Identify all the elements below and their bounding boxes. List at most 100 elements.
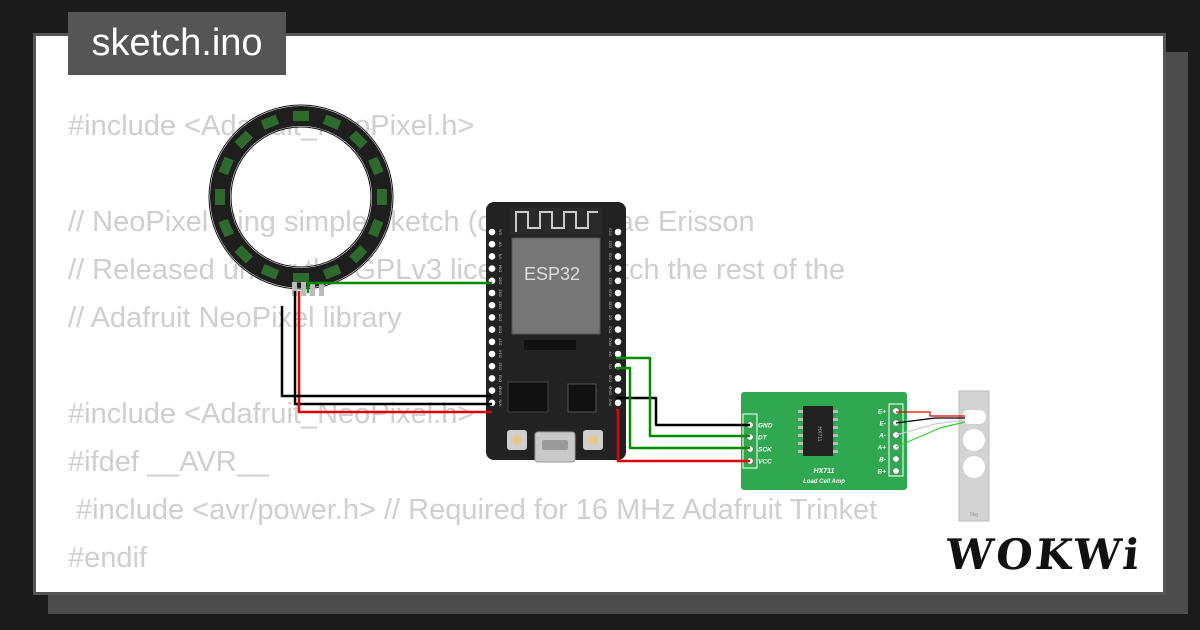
esp32-pin[interactable]	[614, 253, 622, 260]
esp32-pin-label: D4	[608, 351, 613, 357]
esp32-right-pin-header: D23D22TX0RX0D21D19D18D5TX2RX2D4D2D15GND3…	[608, 228, 622, 407]
esp32-pin[interactable]	[488, 228, 496, 236]
esp32-pin-label: D27	[498, 337, 503, 345]
neopixel-led	[234, 245, 253, 264]
esp32-pin[interactable]	[614, 301, 622, 309]
ring-pin	[292, 282, 297, 296]
esp32-pin-label: D22	[608, 240, 613, 248]
hx711-pin-label: A-	[878, 433, 886, 440]
esp32-pin-label: D19	[608, 289, 613, 297]
esp32-pin[interactable]	[614, 338, 622, 346]
esp32-pin[interactable]	[488, 375, 496, 382]
wire-ring-data	[306, 281, 492, 293]
code-line: #ifdef __AVR__	[68, 446, 269, 478]
esp32-pin[interactable]	[614, 399, 622, 407]
wire-cell-red	[896, 411, 965, 417]
hx711-pin-label: SCK	[758, 447, 773, 454]
hx711-left-header-outline	[742, 413, 758, 469]
esp32-pin[interactable]	[614, 350, 622, 358]
neopixel-led	[368, 218, 384, 238]
hx711-pin-label: B-	[879, 457, 886, 464]
load-cell-label: 5kg	[970, 512, 978, 518]
wire-hx-dt	[616, 356, 750, 438]
esp32-pin-label: GND	[498, 386, 503, 395]
esp32-pin[interactable]	[488, 253, 496, 260]
wire-hx-sck	[616, 366, 750, 450]
code-line: #endif	[68, 542, 148, 574]
esp32-pin-label: D33	[498, 301, 503, 309]
esp32-pin[interactable]	[614, 314, 622, 321]
neopixel-led	[322, 114, 342, 130]
esp32-pin[interactable]	[614, 228, 622, 236]
code-line: #include <Adafruit_NeoPixel.h>	[68, 398, 475, 430]
esp32-pin[interactable]	[488, 314, 496, 321]
code-preview: #include <Adafruit_NeoPixel.h>// NeoPixe…	[68, 102, 877, 582]
wire-ring-vin	[297, 291, 492, 414]
neopixel-led	[293, 273, 309, 283]
neopixel-led	[377, 189, 387, 205]
esp32-pin[interactable]	[488, 265, 496, 272]
neopixel-led	[322, 264, 342, 280]
file-name-tab: sketch.ino	[68, 12, 286, 75]
esp32-pin[interactable]	[488, 326, 496, 333]
esp32-pin-label: D25	[498, 313, 503, 321]
code-line: // Adafruit NeoPixel library	[68, 302, 402, 334]
esp32-pin[interactable]	[614, 277, 622, 285]
antenna-trace-icon	[515, 211, 598, 232]
hx711-pin-label: B+	[878, 469, 887, 476]
hx711-pin-label: E+	[878, 409, 886, 416]
esp32-pin[interactable]	[488, 350, 496, 358]
ring-pin	[310, 282, 315, 296]
load-cell-hole	[963, 429, 985, 451]
esp32-pin-label: VN	[498, 254, 503, 260]
esp32-pin[interactable]	[488, 289, 496, 297]
esp32-pin-label: D15	[608, 374, 613, 382]
esp32-pin[interactable]	[488, 240, 496, 248]
neopixel-led	[293, 111, 309, 121]
esp32-pin-label: D26	[498, 325, 503, 333]
esp32-pin-label: TX0	[608, 252, 613, 260]
neopixel-led	[368, 156, 384, 176]
esp32-pin[interactable]	[614, 289, 622, 297]
esp32-pin-label: D32	[498, 289, 503, 297]
esp32-pin-label: D18	[608, 301, 613, 309]
esp32-pin[interactable]	[488, 362, 496, 370]
esp32-pin[interactable]	[614, 375, 622, 382]
esp32-pin-label: D5	[608, 314, 613, 320]
hx711-title: HX711	[814, 468, 835, 475]
wires	[280, 281, 966, 463]
hx711-pin[interactable]	[892, 407, 900, 415]
hx711-pin[interactable]	[892, 467, 900, 475]
hx711-right-header-outline	[888, 403, 904, 477]
load-cell-hole	[963, 456, 985, 478]
ring-pin	[301, 282, 306, 296]
esp32-pin[interactable]	[614, 240, 622, 248]
hx711-pin[interactable]	[892, 455, 900, 463]
neopixel-led	[260, 264, 280, 280]
neopixel-led	[218, 218, 234, 238]
esp32-pin[interactable]	[614, 265, 622, 272]
esp32-pin[interactable]	[488, 301, 496, 309]
esp32-label: ESP32	[524, 264, 580, 284]
wire-hx-vcc	[616, 408, 750, 463]
wire-cell-green	[895, 421, 966, 448]
wokwi-logo: WOKWi	[943, 530, 1145, 579]
hx711-pin-label: VCC	[758, 459, 772, 466]
neopixel-led	[260, 114, 280, 130]
neopixel-led	[218, 156, 234, 176]
esp32-pin-label: D21	[608, 276, 613, 284]
neopixel-led	[215, 189, 225, 205]
esp32-board: ESP32 ENVPVND34D35D32D33D25D26D27D14D12D…	[486, 202, 626, 463]
esp32-pin[interactable]	[614, 387, 622, 394]
esp32-pin[interactable]	[488, 387, 496, 394]
esp32-pin-label: D23	[608, 228, 613, 236]
load-cell-slot	[962, 410, 986, 424]
esp32-pin[interactable]	[614, 326, 622, 333]
hx711-subtitle: Load Cell Amp	[803, 479, 845, 485]
esp32-pin-label: EN	[498, 229, 503, 235]
esp32-pin-label: RX2	[608, 337, 613, 346]
esp32-pin[interactable]	[488, 338, 496, 346]
esp32-pin-label: D13	[498, 374, 503, 382]
esp32-pin-label: D14	[498, 350, 503, 358]
neopixel-ring	[208, 104, 394, 296]
